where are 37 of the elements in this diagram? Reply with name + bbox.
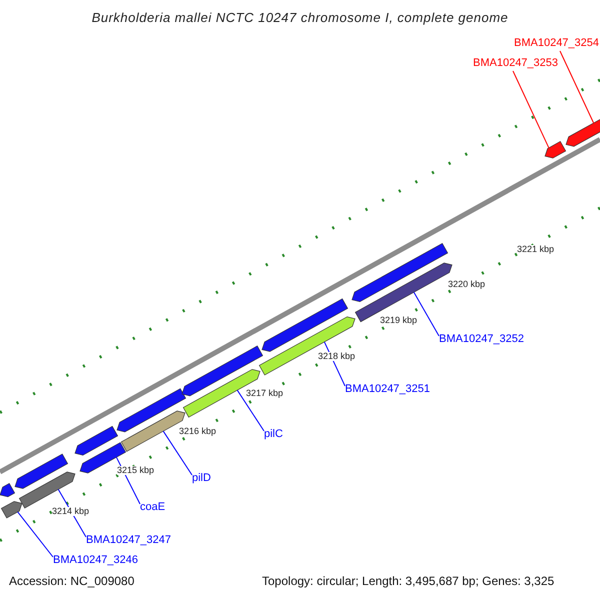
scale-label: 3215 kbp (117, 466, 154, 475)
leader-line (560, 50, 594, 124)
scale-label: 3214 kbp (52, 507, 90, 516)
gene-feature (262, 298, 348, 352)
gene-label: BMA10247_3254 (514, 38, 600, 49)
scale-label: 3219 kbp (380, 316, 418, 325)
genome-info-text: Topology: circular; Length: 3,495,687 bp; Genes: 3,325 (262, 575, 554, 587)
scale-label: 3218 kbp (318, 352, 356, 361)
leader-line (512, 70, 550, 148)
gene-feature (0, 501, 22, 518)
gene-feature (74, 426, 118, 456)
gene-label: BMA10247_3247 (86, 535, 172, 546)
leader-line (17, 511, 54, 558)
gene-feature (544, 141, 566, 158)
gene-label: BMA10247_3246 (53, 555, 138, 566)
gene-label: BMA10247_3253 (473, 58, 558, 69)
scale-label: 3216 kbp (179, 427, 216, 436)
gene-feature (258, 316, 356, 376)
gene-label: BMA10247_3251 (345, 384, 430, 395)
gene-feature (18, 472, 76, 508)
gene-label: pilC (264, 429, 283, 440)
gene-label: coaE (140, 502, 166, 513)
scale-label: 3221 kbp (517, 245, 554, 254)
gene-feature (566, 117, 600, 147)
leader-line (162, 430, 192, 476)
leader-line (236, 390, 264, 432)
accession-text: Accession: NC_009080 (9, 575, 134, 587)
gene-label: pilD (192, 473, 211, 484)
gene-feature (14, 454, 68, 489)
scale-label: 3220 kbp (448, 280, 486, 289)
map-title: Burkholderia mallei NCTC 10247 chromosome I, complete genome (90, 11, 510, 24)
gene-feature (0, 483, 16, 498)
gene-feature (352, 243, 448, 302)
gene-feature (182, 346, 264, 396)
scale-label: 3217 kbp (246, 389, 284, 398)
gene-label: BMA10247_3252 (439, 334, 524, 345)
leader-line (413, 292, 440, 336)
